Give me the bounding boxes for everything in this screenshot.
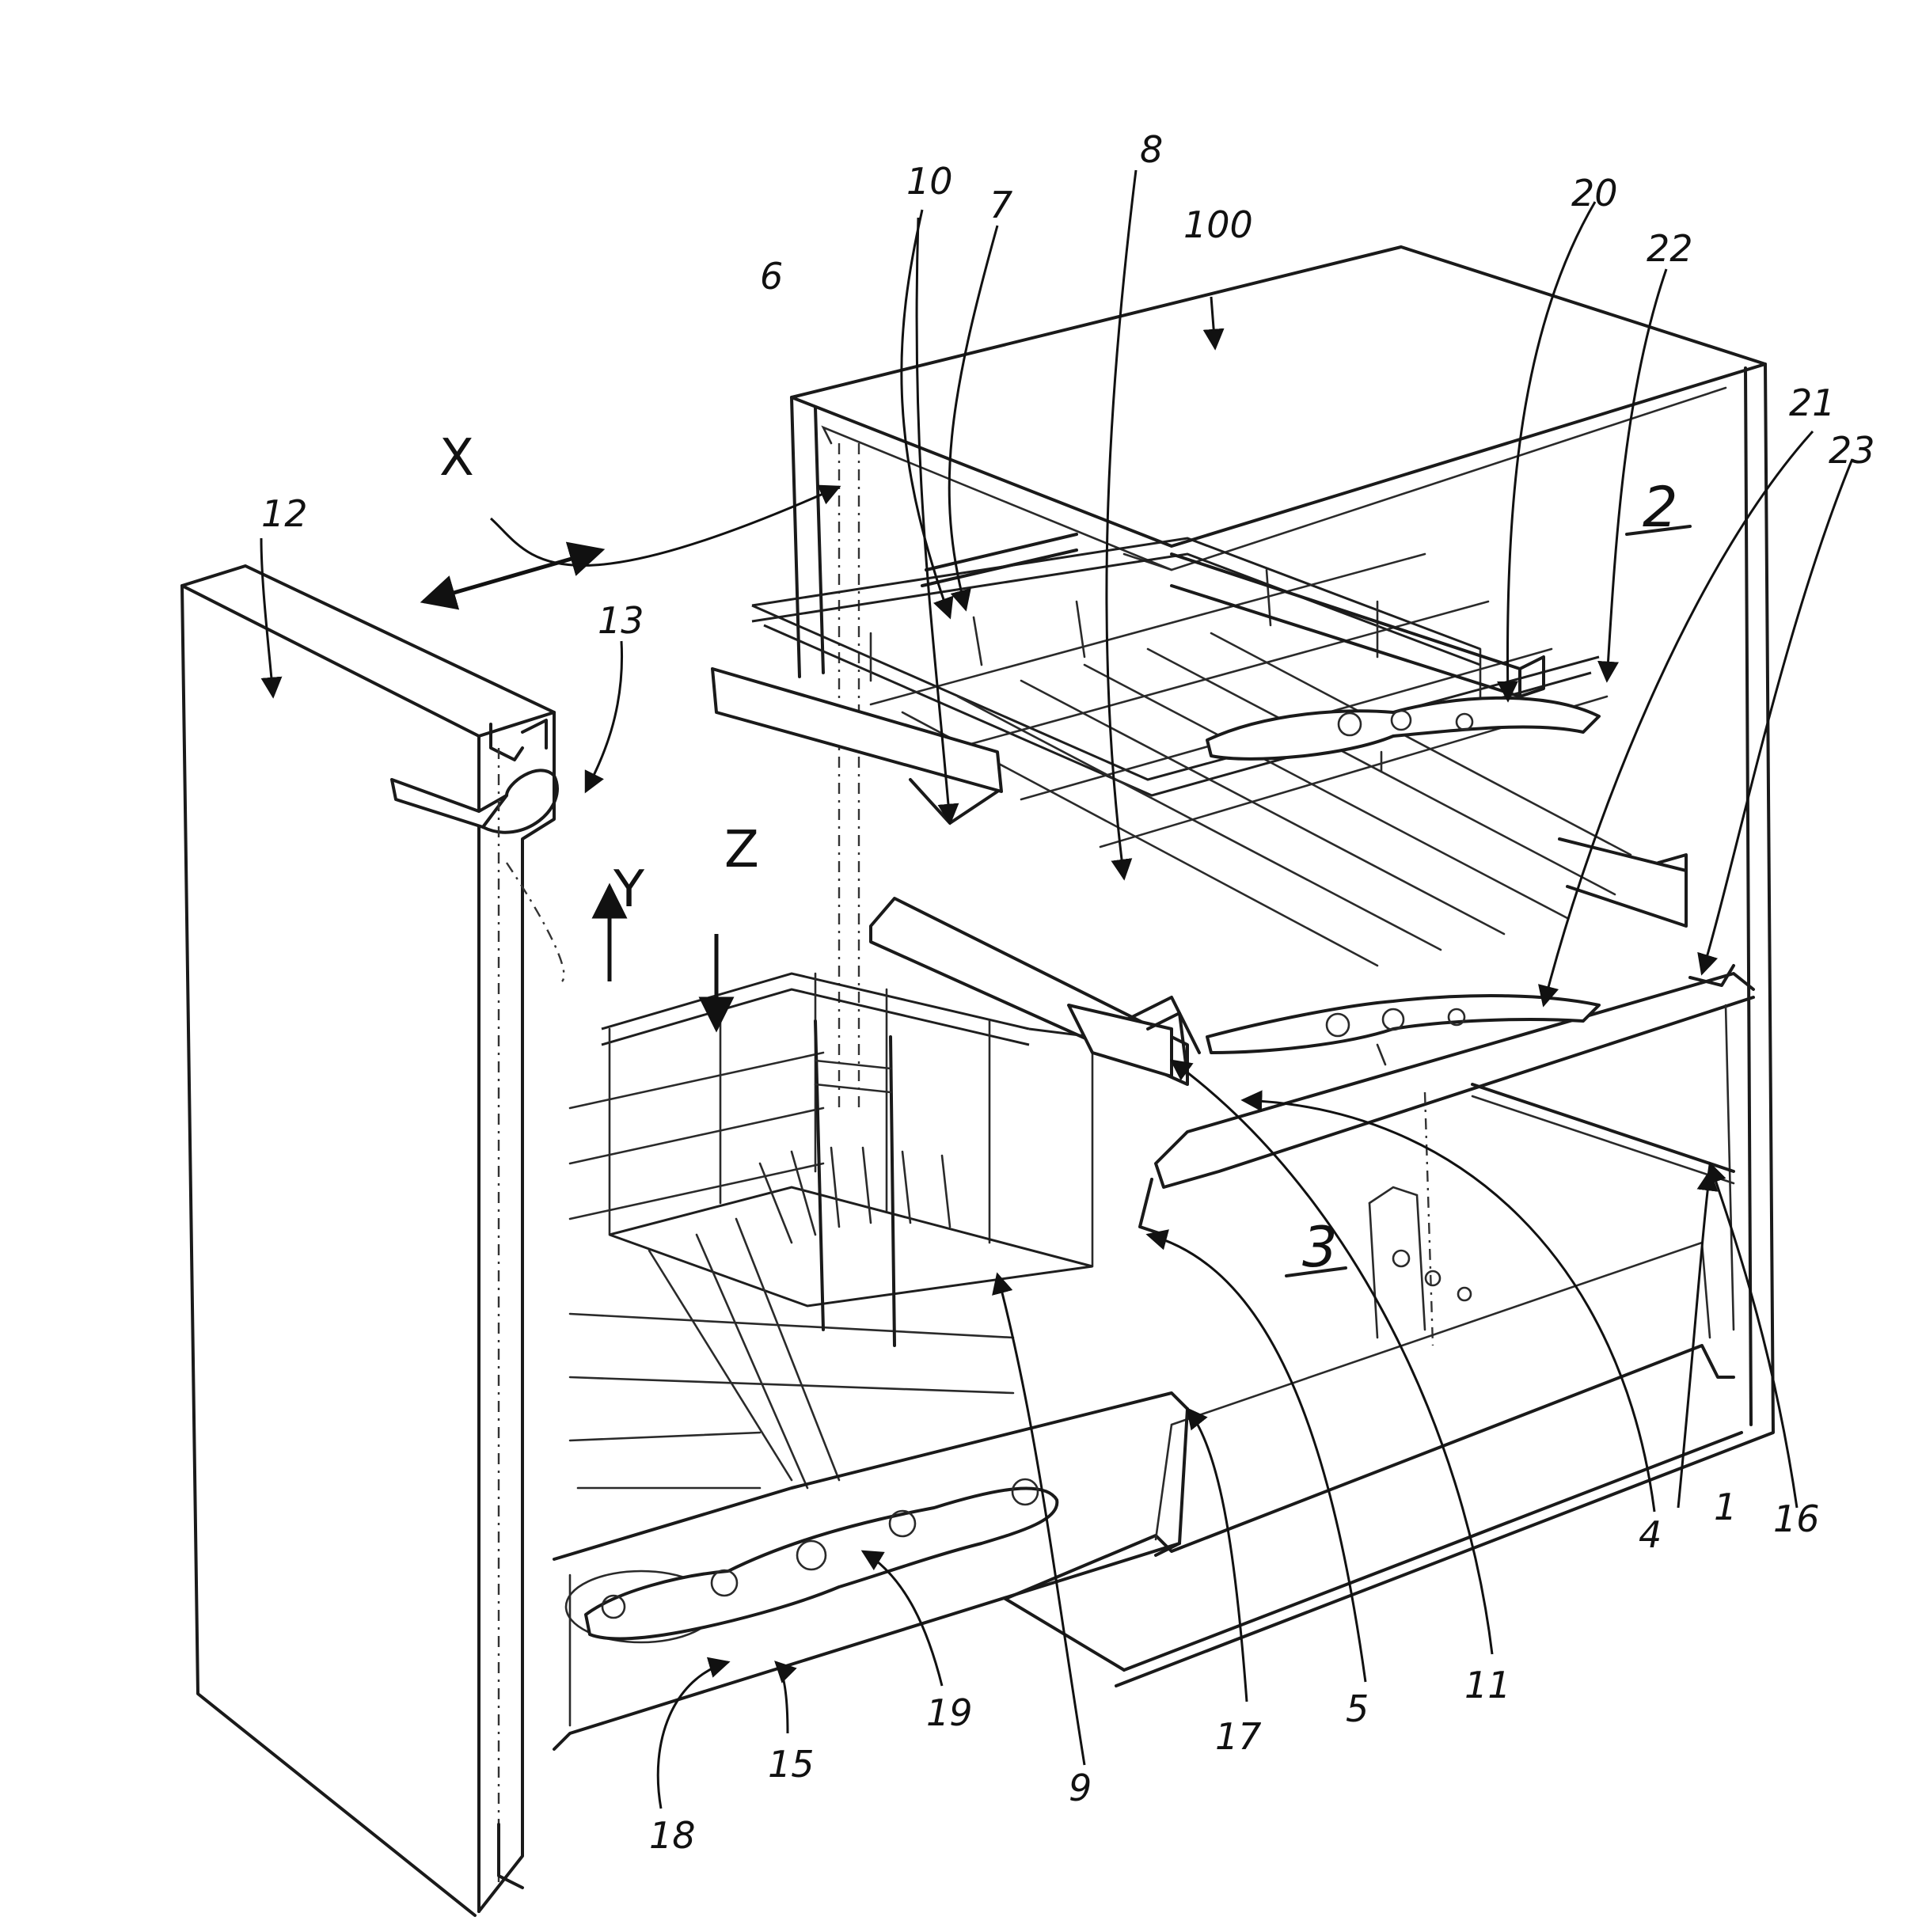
label-axis-y: Y [613, 860, 645, 919]
label-20: 20 [1571, 172, 1618, 214]
label-6: 6 [760, 255, 783, 298]
label-1: 1 [1714, 1486, 1737, 1528]
label-7: 7 [989, 184, 1012, 226]
label-8: 8 [1140, 128, 1163, 171]
label-4: 4 [1639, 1513, 1662, 1556]
motion-arrows [424, 550, 716, 1029]
label-10: 10 [906, 160, 953, 203]
label-5: 5 [1346, 1687, 1369, 1730]
label-9: 9 [1069, 1767, 1092, 1809]
label-22: 22 [1647, 227, 1693, 270]
door [182, 566, 564, 1915]
label-18: 18 [649, 1814, 696, 1857]
label-100: 100 [1183, 203, 1253, 246]
upper-basket [712, 534, 1686, 966]
label-axis-x: X [439, 429, 474, 488]
label-13: 13 [598, 599, 644, 642]
label-16: 16 [1773, 1497, 1820, 1540]
label-19: 19 [926, 1691, 973, 1734]
lower-tub [554, 1393, 1187, 1749]
label-15: 15 [768, 1743, 815, 1786]
label-17: 17 [1215, 1715, 1262, 1758]
label-23: 23 [1829, 429, 1875, 472]
label-21: 21 [1789, 381, 1836, 424]
label-12: 12 [261, 492, 308, 535]
label-axis-z: Z [724, 821, 759, 879]
label-11: 11 [1464, 1664, 1511, 1706]
